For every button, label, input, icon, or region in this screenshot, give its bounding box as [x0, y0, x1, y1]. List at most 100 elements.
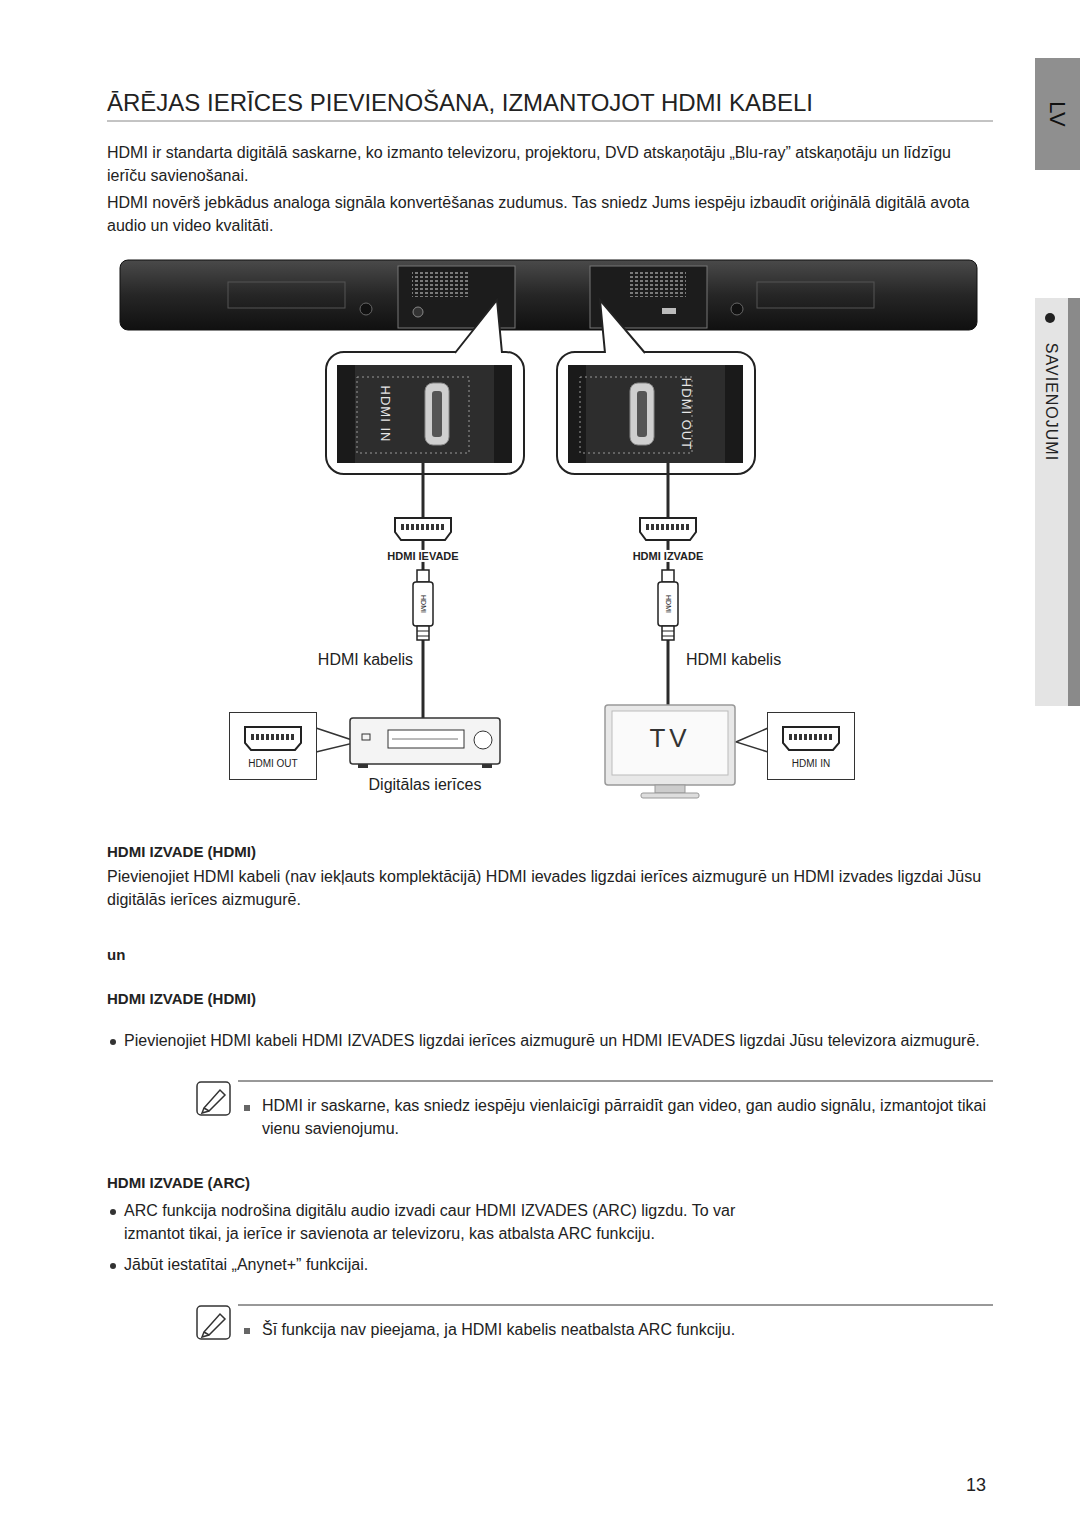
- conjunction: un: [107, 944, 125, 966]
- bullet: [110, 1039, 116, 1045]
- node-art: [725, 365, 743, 463]
- node-art: [362, 734, 370, 740]
- connector-label: HDMI IZVADE: [630, 550, 707, 562]
- hdmi-plug: [395, 518, 451, 640]
- node-art: [768, 713, 855, 780]
- paragraph: HDMI ir standarta digitālā saskarne, ko …: [107, 141, 987, 187]
- node-art: [605, 705, 735, 785]
- hdmi-plug: [411, 524, 414, 530]
- node-art: [337, 365, 512, 463]
- node-text: Digitālas ierīces: [369, 776, 482, 794]
- callout-frame: [455, 300, 502, 353]
- node-art: [809, 734, 812, 740]
- hdmi-plug: [395, 518, 451, 540]
- node-art: [814, 734, 817, 740]
- hdmi-plug: [662, 570, 674, 582]
- callout-frame: [600, 300, 645, 353]
- hdmi-plug: [662, 626, 674, 640]
- node-art: [388, 730, 464, 748]
- note-text: HDMI ir saskarne, kas sniedz iespēju vie…: [262, 1094, 992, 1140]
- node-art: [630, 383, 654, 445]
- hdmi-plug: [426, 524, 429, 530]
- hdmi-plug: [662, 636, 674, 637]
- node-art: [568, 365, 586, 463]
- callout-frame: [557, 352, 755, 474]
- soundbar: [731, 303, 743, 315]
- bullet: [110, 1209, 116, 1215]
- node-art: [794, 734, 797, 740]
- node-art: [799, 734, 802, 740]
- node-art: [474, 731, 492, 749]
- hdmi-plug: [640, 518, 696, 540]
- node-art: [251, 734, 254, 740]
- hdmi-plug: [640, 518, 696, 640]
- soundbar: [757, 282, 874, 308]
- hdmi-plug: [651, 524, 654, 530]
- hdmi-plug: [671, 524, 674, 530]
- port-callout: HDMI IN: [337, 365, 512, 463]
- node-art: [637, 391, 647, 437]
- node-text: HDMI IN: [767, 758, 855, 769]
- side-tab: [1068, 298, 1080, 706]
- node-art: [291, 734, 294, 740]
- hdmi-plug: [417, 626, 429, 640]
- paragraph: Pievienojiet HDMI kabeli (nav iekļauts k…: [107, 865, 992, 911]
- language-tab: LV: [1045, 101, 1069, 126]
- soundbar: [662, 308, 676, 314]
- port-callout: HDMI OUT: [568, 365, 743, 463]
- hdmi-plug: [681, 524, 684, 530]
- node-text: TV: [605, 723, 735, 754]
- hdmi-plug: [646, 524, 649, 530]
- node-art: [804, 734, 807, 740]
- soundbar: [628, 271, 686, 297]
- hdmi-plug: [686, 524, 689, 530]
- node-art: [230, 713, 317, 780]
- node-art: [819, 734, 822, 740]
- node-art: [358, 764, 368, 768]
- paragraph: HDMI novērš jebkādus analoga signāla kon…: [107, 191, 987, 237]
- cable-label: HDMI kabelis: [318, 648, 413, 671]
- node-art: [350, 718, 500, 764]
- note-icon: [238, 1081, 993, 1082]
- soundbar: [120, 260, 977, 330]
- node-art: [350, 718, 500, 768]
- node-art: [261, 734, 264, 740]
- node-art: [482, 764, 492, 768]
- node-art: [568, 365, 743, 463]
- title-rule: [107, 121, 993, 122]
- bullet-text: Jābūt iestatītai „Anynet+” funkcijai.: [124, 1253, 984, 1276]
- hdmi-plug: [431, 524, 434, 530]
- hdmi-plug: [661, 524, 664, 530]
- node-art: [767, 712, 855, 780]
- soundbar: [412, 271, 470, 297]
- callout-pointer: [736, 728, 768, 752]
- soundbar: [120, 260, 977, 330]
- node-art: [494, 365, 512, 463]
- node-art: [245, 727, 301, 750]
- hdmi-plug: [656, 524, 659, 530]
- plug-marking: HDMI: [664, 595, 672, 613]
- hdmi-plug: [417, 570, 429, 582]
- soundbar: [360, 303, 372, 315]
- node-art: [337, 365, 512, 463]
- side-tab: [1035, 58, 1080, 170]
- node-art: [432, 391, 442, 437]
- bullet: [244, 1105, 250, 1111]
- callout-frame: [326, 352, 524, 474]
- node-art: [286, 734, 289, 740]
- side-tab: [1035, 58, 1080, 706]
- node-art: [281, 734, 284, 740]
- hdmi-plug: [417, 631, 429, 632]
- node-art: [271, 734, 274, 740]
- port-box: HDMI IN: [767, 712, 855, 780]
- cable-label: HDMI kabelis: [686, 648, 781, 671]
- node-text: HDMI IN: [378, 386, 393, 443]
- hdmi-plug: [401, 524, 404, 530]
- callout-frame: [326, 300, 755, 474]
- hdmi-plug: [416, 524, 419, 530]
- node-art: [824, 734, 827, 740]
- hdmi-plug: [676, 524, 679, 530]
- node-art: [337, 365, 355, 463]
- node-art: [655, 785, 685, 793]
